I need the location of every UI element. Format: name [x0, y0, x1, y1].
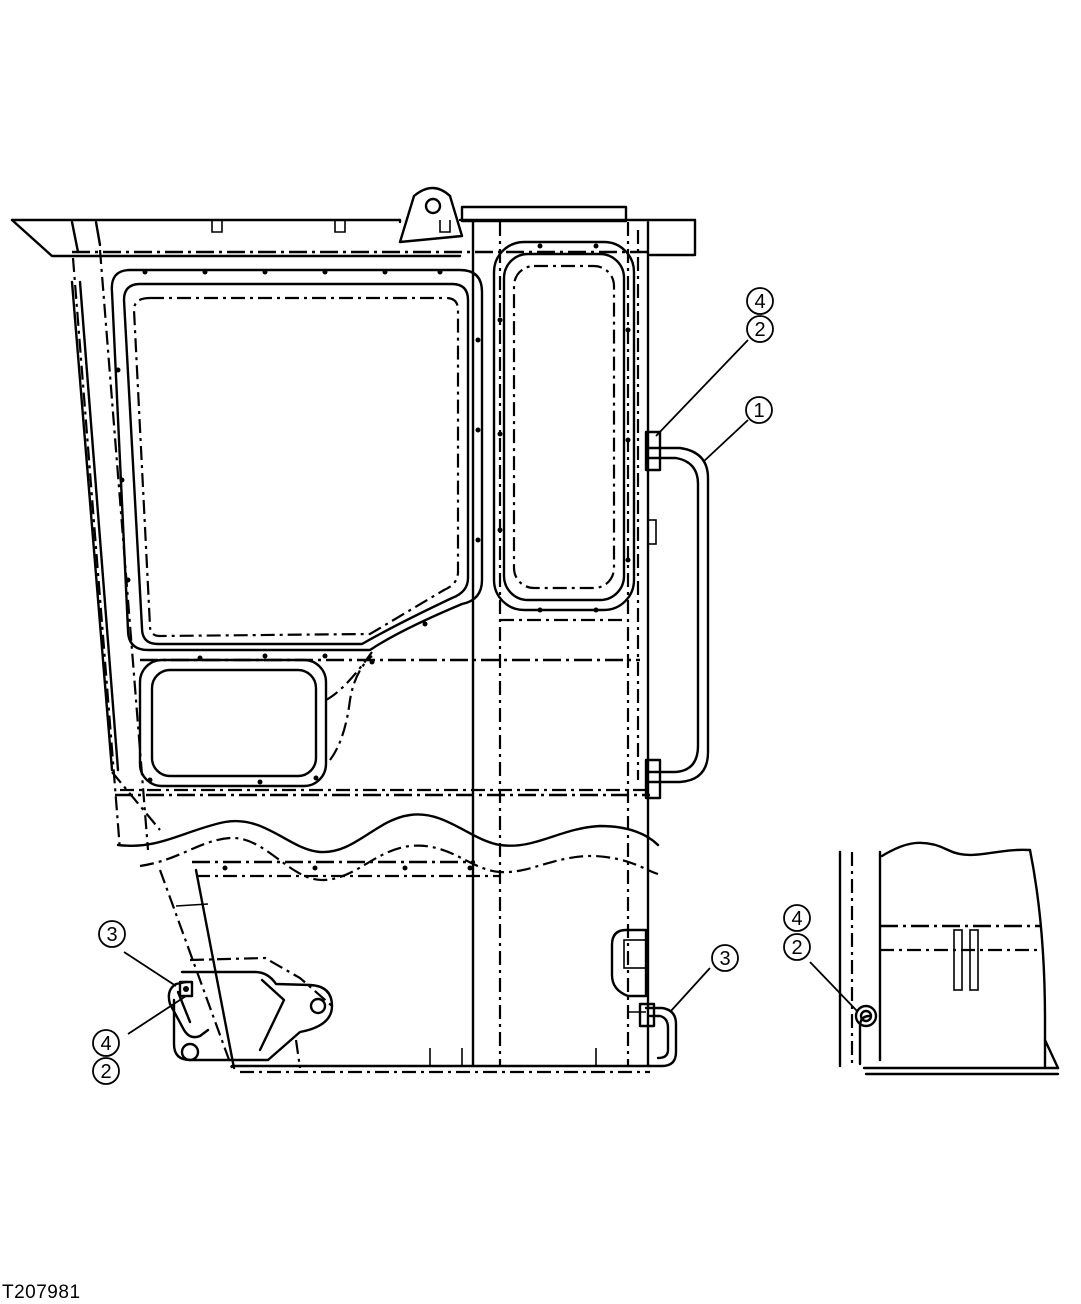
break-lines: [116, 813, 660, 882]
grab-handle-right: [628, 1002, 678, 1068]
lower-bracket: [172, 956, 334, 1069]
svg-text:4: 4: [754, 291, 765, 313]
lifting-eye: [398, 186, 628, 244]
svg-text:2: 2: [100, 1061, 111, 1083]
door-upper-window: [110, 268, 484, 652]
callout-4-left: 4: [92, 1029, 120, 1057]
figure-id-label: T207981: [2, 1282, 81, 1303]
svg-text:2: 2: [754, 319, 765, 341]
frame-rails: [115, 658, 650, 878]
cab-roof: [10, 218, 697, 258]
svg-text:3: 3: [106, 924, 117, 946]
bolt-dots: [115, 243, 631, 871]
callout-3-left: 3: [98, 920, 126, 948]
side-window: [492, 240, 636, 622]
callout-2-left: 2: [92, 1057, 120, 1085]
callout-3-right: 3: [711, 944, 739, 972]
handrail-main: [644, 430, 710, 800]
detail-view: [838, 841, 1060, 1076]
step-pocket: [610, 928, 648, 998]
callout-2-detail: 2: [783, 933, 811, 961]
callout-leaders: [123, 339, 859, 1035]
callout-1: 1: [745, 396, 773, 424]
callout-4-detail: 4: [783, 904, 811, 932]
cab-floor: [230, 1048, 652, 1074]
svg-text:1: 1: [753, 400, 764, 422]
door-lower-window: [138, 651, 373, 788]
callout-4-top: 4: [746, 287, 774, 315]
cab-posts: [471, 220, 650, 1068]
svg-text:2: 2: [791, 937, 802, 959]
callout-2-top: 2: [746, 315, 774, 343]
svg-text:3: 3: [719, 948, 730, 970]
svg-text:4: 4: [100, 1033, 111, 1055]
svg-text:4: 4: [791, 908, 802, 930]
